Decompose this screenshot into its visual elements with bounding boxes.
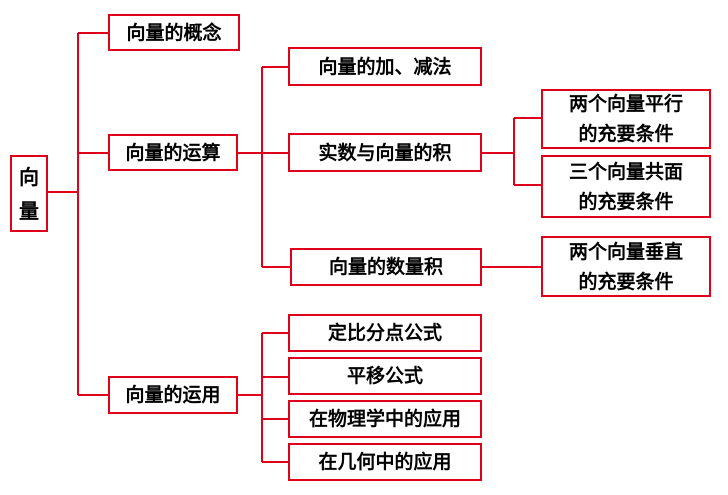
- node-label-line1: 两个向量平行: [568, 93, 683, 115]
- node-translation-formula: 平移公式: [288, 357, 482, 395]
- node-label-line1: 三个向量共面: [568, 160, 683, 183]
- node-label-line2: 的充要条件: [578, 123, 674, 145]
- node-label: 向量的运用: [125, 384, 221, 406]
- node-vector-concept: 向量的概念: [108, 14, 240, 51]
- node-label: 实数与向量的积: [318, 141, 452, 164]
- node-label-line2: 的充要条件: [578, 190, 674, 213]
- node-vector-application: 向量的运用: [108, 376, 238, 414]
- node-parallel-condition: 两个向量平行 的充要条件: [541, 89, 711, 149]
- node-label: 定比分点公式: [327, 322, 442, 344]
- node-label-line2: 的充要条件: [578, 270, 674, 293]
- node-add-subtract: 向量的加、减法: [288, 47, 482, 86]
- node-label: 向量的加、减法: [318, 55, 452, 78]
- node-scalar-product: 实数与向量的积: [288, 133, 482, 172]
- root-label-line1: 向: [19, 164, 39, 189]
- node-label: 向量的运算: [125, 141, 221, 164]
- root-node-vector: 向 量: [10, 155, 48, 232]
- node-label: 平移公式: [346, 365, 423, 387]
- root-label-line2: 量: [19, 198, 39, 223]
- node-label: 向量的数量积: [328, 256, 443, 278]
- node-label: 向量的概念: [126, 21, 222, 44]
- node-geometry-application: 在几何中的应用: [288, 443, 482, 481]
- node-perpendicular-condition: 两个向量垂直 的充要条件: [541, 236, 711, 297]
- node-label: 在几何中的应用: [318, 451, 452, 473]
- node-label-line1: 两个向量垂直: [568, 240, 683, 263]
- node-label: 在物理学中的应用: [308, 408, 461, 430]
- node-physics-application: 在物理学中的应用: [288, 400, 482, 438]
- node-section-formula: 定比分点公式: [288, 314, 482, 352]
- node-dot-product: 向量的数量积: [290, 248, 482, 286]
- node-coplanar-condition: 三个向量共面 的充要条件: [541, 155, 711, 218]
- node-vector-operation: 向量的运算: [108, 134, 238, 171]
